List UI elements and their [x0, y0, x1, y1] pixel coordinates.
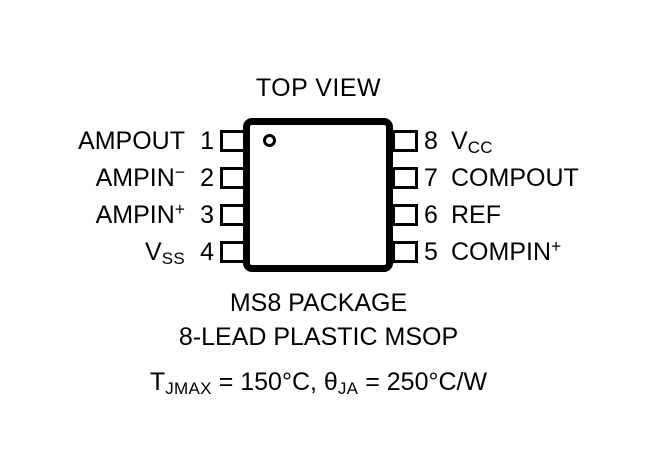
pin-name-compin-plus: COMPIN+ [451, 236, 562, 266]
lead-pin-8 [392, 130, 418, 152]
package-description-caption: 8-LEAD PLASTIC MSOP [0, 325, 647, 350]
package-name-caption: MS8 PACKAGE [0, 291, 647, 316]
pin-number-3: 3 [200, 200, 214, 229]
left-pin-label-column: AMPOUT 1 AMPIN− 2 AMPIN+ 3 VSS 4 [0, 0, 214, 467]
pin-number-2: 2 [200, 163, 214, 192]
package-body [243, 118, 393, 272]
pin-label-compout: 7 COMPOUT [424, 163, 579, 192]
pin-number-8: 8 [424, 126, 438, 155]
lead-pin-6 [392, 204, 418, 226]
pin-name-ampout: AMPOUT [78, 126, 185, 155]
package-description-text: 8-LEAD PLASTIC MSOP [178, 323, 459, 351]
pin-label-vss: VSS 4 [0, 237, 214, 268]
pin-label-ref: 6 REF [424, 200, 501, 229]
pin-number-7: 7 [424, 163, 438, 192]
pin-name-compout: COMPOUT [451, 163, 579, 192]
pin-number-6: 6 [424, 200, 438, 229]
thermal-spec-text: TJMAX = 150°C, θJA = 250°C/W [149, 368, 488, 399]
tjmax-symbol: T [149, 368, 166, 396]
pin-number-4: 4 [200, 237, 214, 266]
diagram-title-text: TOP VIEW [255, 74, 382, 102]
diagram-title: TOP VIEW [0, 76, 647, 101]
thermal-spec-caption: TJMAX = 150°C, θJA = 250°C/W [0, 368, 647, 399]
theta-ja-symbol: θ [323, 368, 338, 396]
pin-name-ampin-minus: AMPIN− [95, 162, 185, 192]
pin-name-vcc: VCC [451, 126, 493, 157]
vss-subscript: SS [161, 248, 185, 268]
pin-label-compin-plus: 5 COMPIN+ [424, 236, 562, 266]
pin1-indicator-icon [263, 134, 276, 147]
pin-label-ampout: AMPOUT 1 [0, 126, 214, 155]
vcc-subscript: CC [467, 137, 493, 157]
plus-sign-superscript: + [174, 199, 185, 220]
pin-name-ref: REF [451, 200, 501, 229]
pin-number-1: 1 [200, 126, 214, 155]
pin-label-vcc: 8 VCC [424, 126, 493, 157]
pin-name-vss: VSS [145, 237, 185, 268]
pin-label-ampin-plus: AMPIN+ 3 [0, 199, 214, 229]
lead-pin-7 [392, 167, 418, 189]
pin-label-ampin-minus: AMPIN− 2 [0, 162, 214, 192]
tjmax-subscript: JMAX [165, 379, 212, 399]
pin-number-5: 5 [424, 237, 438, 266]
plus-sign-superscript: + [551, 236, 562, 257]
tjmax-value: = 150°C, [211, 368, 317, 396]
package-name-text: MS8 PACKAGE [229, 289, 408, 317]
lead-pin-5 [392, 241, 418, 263]
pin-name-ampin-plus: AMPIN+ [95, 199, 185, 229]
theta-ja-value: = 250°C/W [358, 368, 488, 396]
minus-sign-superscript: − [174, 162, 185, 183]
right-pin-label-column: 8 VCC 7 COMPOUT 6 REF 5 COMPIN+ [424, 0, 647, 467]
theta-ja-subscript: JA [337, 379, 359, 399]
